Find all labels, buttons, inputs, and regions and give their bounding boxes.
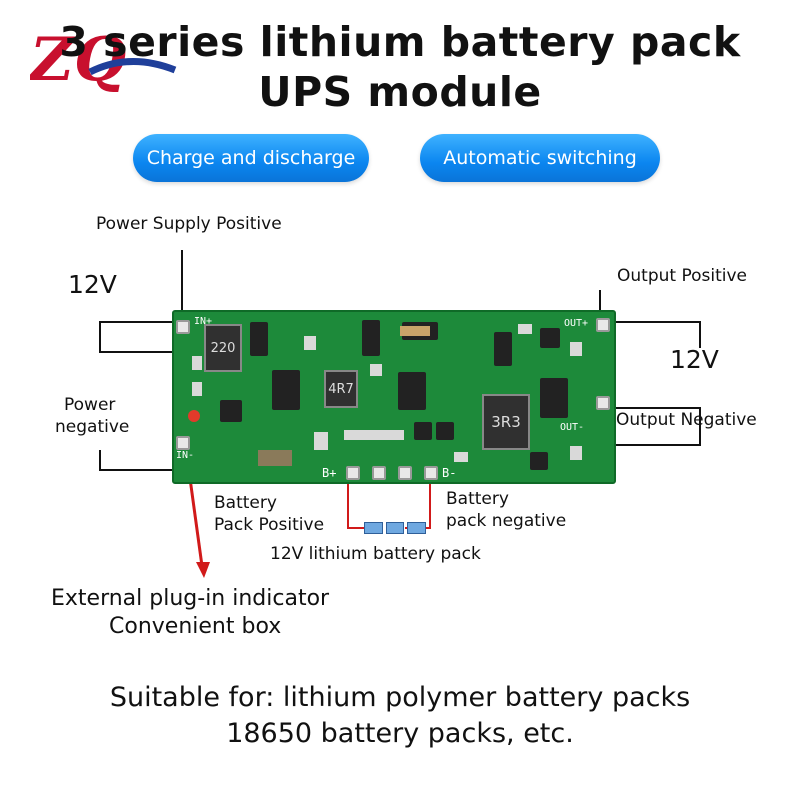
- in-minus-pad: [176, 436, 190, 450]
- capacitor-c15: [314, 432, 328, 450]
- battery-pack-label: 12V lithium battery pack: [270, 544, 481, 564]
- transistor-q1: [220, 400, 242, 422]
- input-voltage-label: 12V: [68, 270, 117, 299]
- input-12v-bracket: [99, 321, 172, 353]
- indicator-arrow-head: [196, 562, 210, 578]
- output-negative-bracket: [612, 407, 701, 446]
- diode-d1: [250, 322, 268, 356]
- in-plus-label: IN+: [194, 316, 213, 327]
- resistor-row: [344, 430, 404, 440]
- ic-u1: [272, 370, 300, 410]
- suitable-for-line1: Suitable for: lithium polymer battery pa…: [109, 682, 691, 713]
- b-mid2-pad: [398, 466, 412, 480]
- power-negative-label-line2: negative: [55, 417, 130, 437]
- resistor-r2: [192, 382, 202, 396]
- svg-text:Z: Z: [30, 25, 76, 95]
- automatic-switching-badge: Automatic switching: [420, 134, 660, 182]
- battery-pack-negative-label-line1: Battery: [446, 489, 509, 509]
- inductor-3r3: 3R3: [482, 394, 530, 450]
- inductor-4r7: 4R7: [324, 370, 358, 408]
- suitable-for-line2: 18650 battery packs, etc.: [226, 718, 574, 749]
- b-plus-pad: [346, 466, 360, 480]
- resistor-r9: [518, 324, 532, 334]
- transistor-q4: [436, 422, 454, 440]
- resistor-r1: [192, 356, 202, 370]
- logo-graphic: Z Q: [28, 25, 177, 95]
- b-plus-label: B+: [322, 466, 337, 480]
- power-supply-positive-label: Power Supply Positive: [96, 214, 282, 234]
- charge-discharge-badge: Charge and discharge: [133, 134, 369, 182]
- resistor-r10: [570, 342, 582, 356]
- b-mid1-pad: [372, 466, 386, 480]
- ic-u3: [540, 378, 568, 418]
- battery-cells-icon: [364, 522, 427, 534]
- transistor-q5: [530, 452, 548, 470]
- output-12v-bracket: [612, 321, 701, 348]
- output-positive-label: Output Positive: [617, 266, 747, 286]
- ic-u2: [398, 372, 426, 410]
- out-plus-label: OUT+: [564, 318, 589, 329]
- b-minus-pad: [424, 466, 438, 480]
- indicator-label-line1: External plug-in indicator: [51, 586, 330, 611]
- diode-d2: [362, 320, 380, 356]
- b-minus-label: B-: [442, 466, 457, 480]
- battery-pack-negative-label-line2: pack negative: [446, 511, 567, 531]
- indicator-label-line2: Convenient box: [109, 614, 282, 639]
- led-indicator: [188, 410, 200, 422]
- power-negative-line: [99, 450, 172, 471]
- ups-pcb-board: IN+ IN- OUT+ OUT- B+ B- 220 4R7 3R3: [172, 310, 616, 484]
- power-negative-label-line1: Power: [64, 395, 116, 415]
- in-plus-pad: [176, 320, 190, 334]
- capacitor-c9: [570, 446, 582, 460]
- transistor-q6: [540, 328, 560, 348]
- output-negative-label: Output Negative: [616, 410, 757, 430]
- out-plus-pad: [596, 318, 610, 332]
- inductor-220: 220: [204, 324, 242, 372]
- battery-pack-positive-label-line2: Pack Positive: [214, 515, 325, 535]
- page-title-line1: 3 series lithium battery pack: [59, 18, 741, 66]
- battery-pack-positive-label-line1: Battery: [214, 493, 277, 513]
- capacitor-c5: [258, 450, 292, 466]
- resistor-r18: [454, 452, 468, 462]
- out-minus-label: OUT-: [560, 422, 585, 433]
- diode-d4: [494, 332, 512, 366]
- transistor-q3: [414, 422, 432, 440]
- in-minus-label: IN-: [176, 450, 195, 461]
- brand-logo: Z Q: [28, 22, 180, 102]
- capacitor-c11: [400, 326, 430, 336]
- capacitor-c12: [370, 364, 382, 376]
- capacitor-c3: [304, 336, 316, 350]
- page-title-line2: UPS module: [258, 68, 542, 116]
- out-minus-pad: [596, 396, 610, 410]
- output-voltage-label: 12V: [670, 345, 719, 374]
